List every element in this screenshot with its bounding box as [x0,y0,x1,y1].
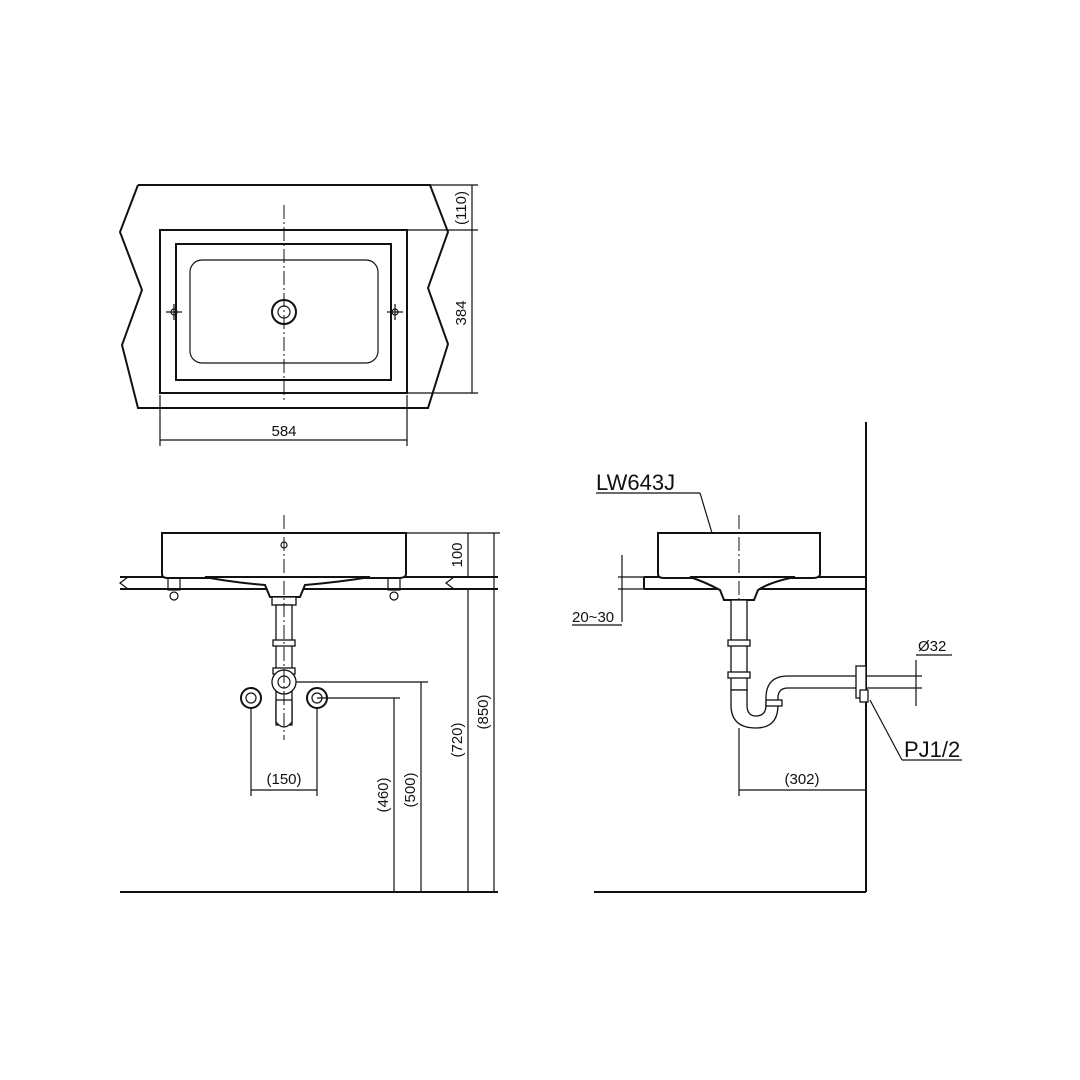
side-view: LW643J 20~30 Ø32 PJ1/2 [572,422,962,893]
p-trap-icon [730,675,859,729]
dim-counter: 20~30 [572,555,644,626]
dim-back-label: (110) [453,191,470,225]
dim-supply-low: (460) [317,697,400,892]
thread-callout: PJ1/2 [869,699,962,762]
dim-wall-label: (302) [784,771,819,788]
dim-width: 584 [159,395,408,446]
dim-supply-low-label: (460) [375,777,392,812]
dim-pipe-dia-label: Ø32 [918,638,946,655]
mounting-bolt-left-icon [166,304,182,320]
mounting-bolt-right-icon [387,304,403,320]
dim-drain-label: (720) [449,722,466,757]
top-view: 584 (110) 384 [118,184,478,446]
dim-rim: (850) 100 [406,532,500,892]
front-bolt-right-icon [387,577,401,601]
dim-width-label: 584 [271,423,296,440]
model-callout: LW643J [596,470,713,534]
front-view: (150) (460) (500) (720) (850) 100 [119,515,500,893]
dim-rim-label: (850) [475,694,492,729]
front-bolt-left-icon [167,577,181,601]
dim-height-label: 100 [449,542,466,567]
dim-supply-high-label: (500) [402,772,419,807]
dim-depth-label: 384 [453,300,470,325]
dim-depth: (110) 384 [407,184,478,394]
thread-label: PJ1/2 [904,737,960,762]
model-label: LW643J [596,470,675,495]
dim-supply-high: (500) [296,681,428,892]
dim-drain: (720) [449,589,469,892]
dim-counter-label: 20~30 [572,609,614,626]
dim-faucet-spacing-label: (150) [266,771,301,788]
supply-valve-left-icon [240,687,262,709]
dim-pipe-dia: Ø32 [866,638,952,706]
countertop-outline-top [118,184,450,409]
basin-underside [204,576,371,598]
dim-faucet-spacing: (150) [250,708,318,796]
dim-wall: (302) [738,728,866,796]
